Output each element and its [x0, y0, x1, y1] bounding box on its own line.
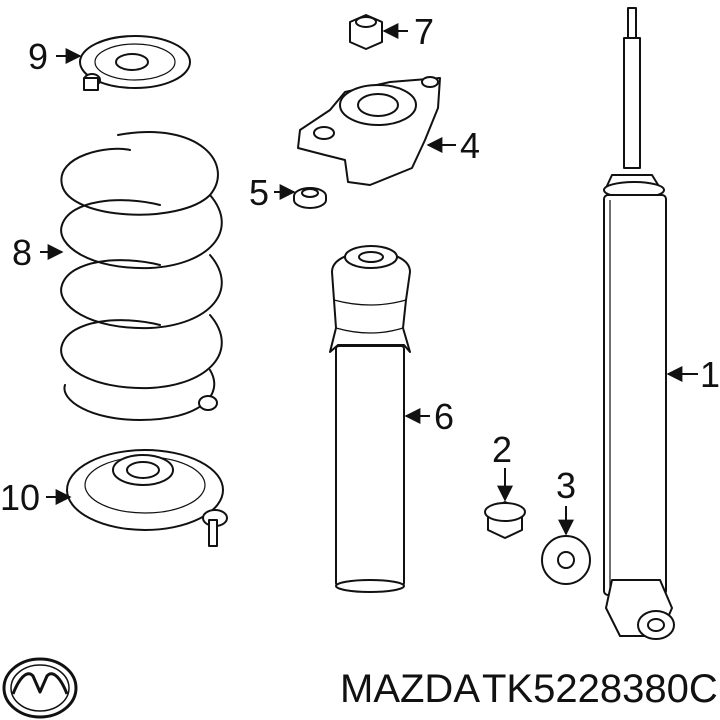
callout-3: 3 [556, 465, 576, 506]
callout-labels: 1 2 3 4 5 6 7 8 9 10 [0, 11, 720, 518]
shock-absorber-part [603, 7, 675, 640]
callout-7: 7 [414, 11, 434, 52]
dust-cover-part [329, 245, 411, 593]
callout-2: 2 [492, 429, 512, 470]
callout-arrows [40, 23, 698, 536]
upper-spring-seat-part [79, 35, 191, 91]
callout-9: 9 [28, 36, 48, 77]
callout-10: 10 [0, 477, 40, 518]
mazda-logo-icon [2, 657, 78, 719]
callout-1: 1 [700, 354, 720, 395]
callout-8: 8 [12, 232, 32, 273]
flange-nut-part [484, 501, 526, 539]
callout-5: 5 [249, 172, 269, 213]
part-number: TK5228380C [482, 667, 718, 711]
top-nut-part [349, 14, 383, 50]
coil-spring-part [60, 131, 223, 421]
small-bushing-part [293, 187, 327, 209]
lower-spring-seat-part [66, 449, 228, 547]
washer-part [541, 535, 591, 585]
upper-mount-part [297, 76, 441, 186]
callout-4: 4 [460, 125, 480, 166]
footer-caption: MAZDA TK5228380C [340, 667, 718, 711]
callout-6: 6 [434, 396, 454, 437]
brand-name: MAZDA [340, 667, 480, 711]
